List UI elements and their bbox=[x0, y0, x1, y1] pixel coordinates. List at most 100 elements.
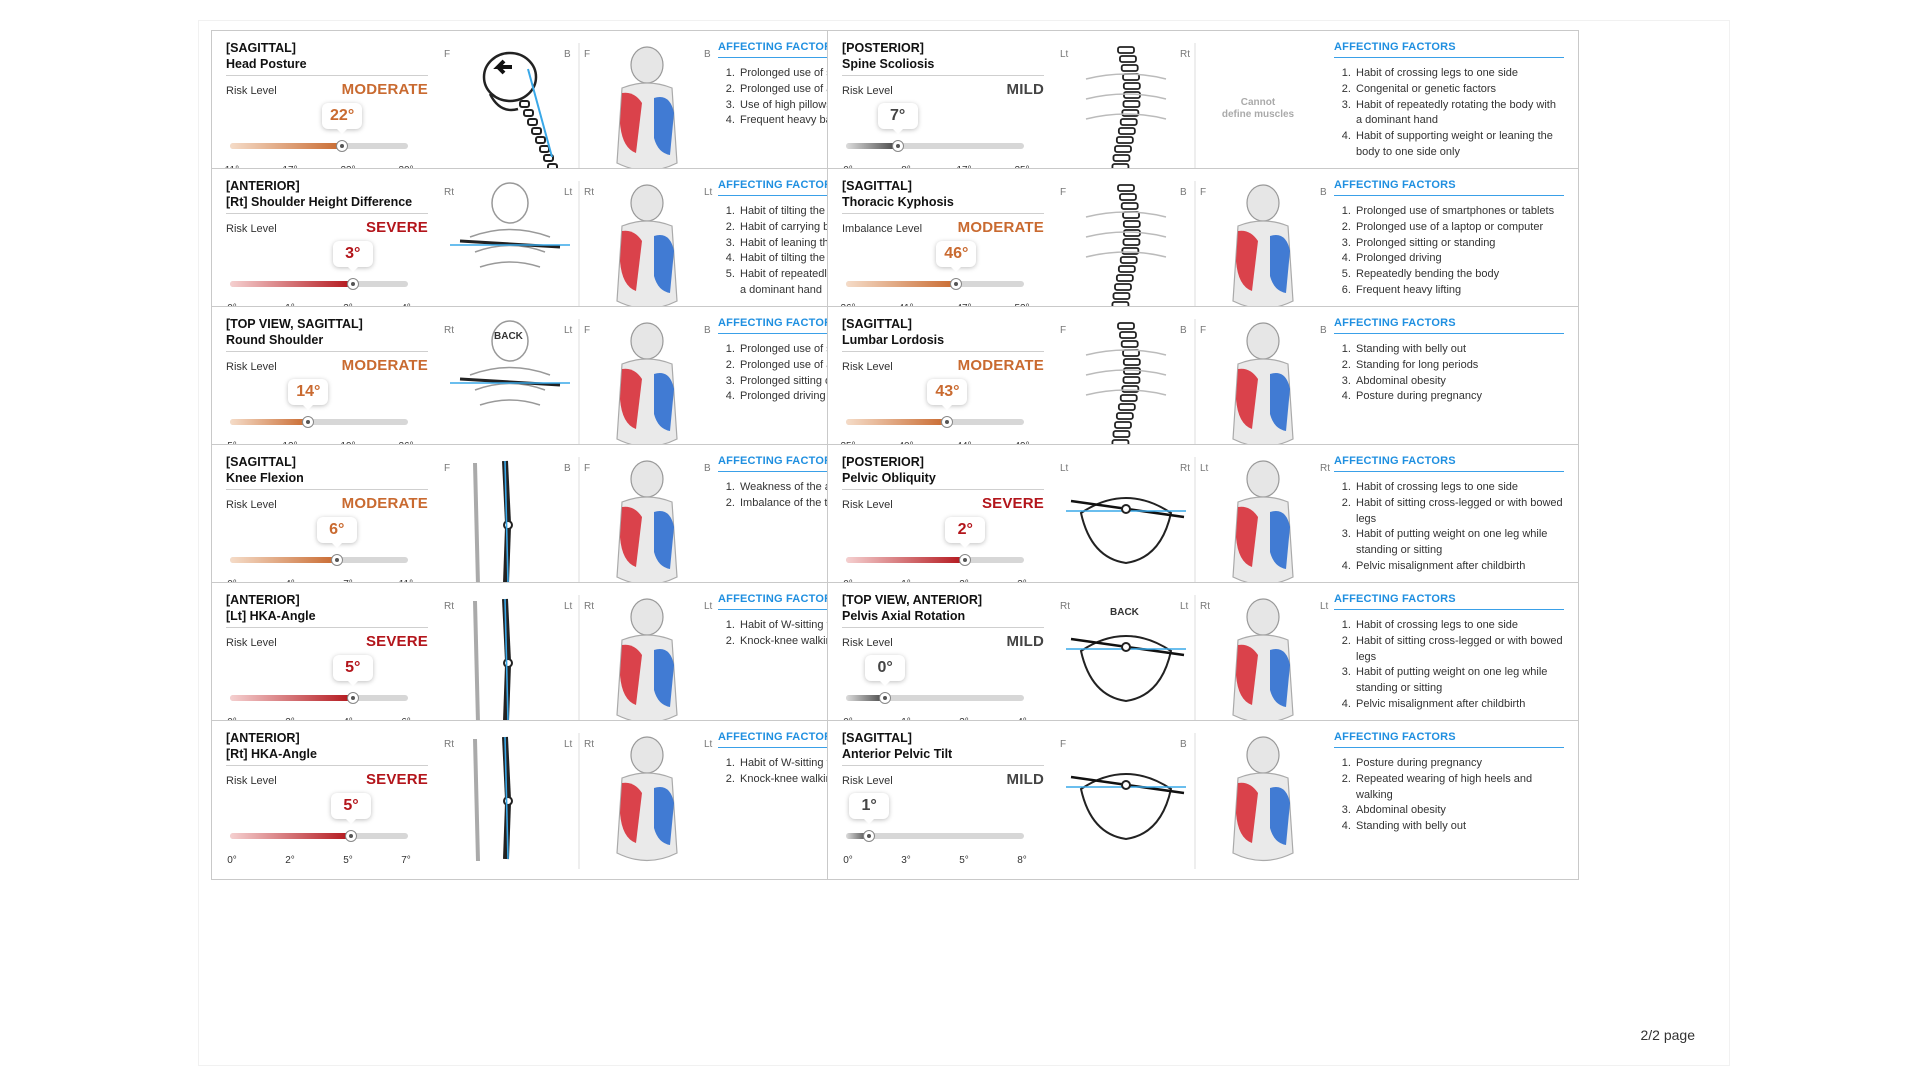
skeleton-figure bbox=[473, 736, 513, 862]
alignment-line bbox=[504, 598, 509, 722]
weak-muscle-shape bbox=[654, 787, 674, 845]
muscle-figure bbox=[1232, 184, 1294, 310]
factor-item: Repeated wearing of high heels and walki… bbox=[1354, 772, 1564, 804]
tight-muscle-shape bbox=[620, 92, 642, 153]
center-joint bbox=[1121, 504, 1131, 514]
orientation-label: Rt bbox=[1200, 601, 1210, 612]
orientation-label: Lt bbox=[1060, 463, 1069, 474]
risk-level-badge: MILD bbox=[1006, 633, 1044, 650]
risk-scale-track bbox=[230, 278, 408, 290]
vertebra-shape bbox=[1115, 274, 1134, 282]
skeleton-figure bbox=[1085, 322, 1167, 447]
shoulder-line bbox=[459, 239, 561, 249]
risk-scale-fill bbox=[230, 833, 352, 839]
measured-value-bubble: 43° bbox=[927, 379, 968, 410]
cannot-define-muscles-text: define muscles bbox=[1222, 109, 1295, 120]
affecting-factors-panel: AFFECTING FACTORSPosture during pregnanc… bbox=[1334, 731, 1564, 835]
opposite-leg-shape bbox=[473, 462, 480, 586]
risk-scale-marker bbox=[345, 830, 358, 842]
card-title: Anterior Pelvic Tilt bbox=[842, 746, 953, 761]
orientation-label: Lt bbox=[1060, 49, 1069, 60]
factor-item: Use of high pillows bbox=[738, 98, 948, 114]
vertebra-shape bbox=[1117, 265, 1136, 273]
scale-tick-label: 5° bbox=[959, 855, 969, 866]
factor-item: Standing for long periods bbox=[1354, 358, 1564, 374]
risk-label: Risk Level bbox=[226, 361, 277, 373]
weak-muscle-shape bbox=[654, 649, 674, 707]
risk-scale-marker bbox=[950, 278, 963, 290]
tight-muscle-shape bbox=[1236, 506, 1258, 567]
knee-joint bbox=[503, 658, 513, 668]
alignment-line bbox=[527, 68, 553, 158]
risk-scale-track bbox=[846, 830, 1024, 842]
vertebra-shape bbox=[1120, 202, 1139, 210]
vertebra-shape bbox=[1117, 322, 1135, 330]
orientation-label: F bbox=[584, 49, 590, 60]
measured-value-bubble: 5° bbox=[331, 793, 372, 824]
risk-scale-track bbox=[230, 416, 408, 428]
opposite-leg-shape bbox=[473, 738, 480, 862]
tight-muscle-shape bbox=[620, 644, 642, 705]
risk-scale-marker bbox=[891, 140, 904, 152]
factor-item: Posture during pregnancy bbox=[1354, 756, 1564, 772]
tight-muscle-shape bbox=[1236, 230, 1258, 291]
card-header: [SAGITTAL]Head Posture bbox=[226, 41, 428, 76]
factor-item: Pelvic misalignment after childbirth bbox=[1354, 559, 1564, 575]
pelvis-shape bbox=[1079, 497, 1173, 565]
posture-illustration: RtLtRtLtBACKFRONT bbox=[1060, 595, 1329, 732]
measured-value-bubble: 0° bbox=[865, 655, 906, 686]
factor-item: Standing with belly out bbox=[1354, 342, 1564, 358]
orientation-label: Rt bbox=[1320, 463, 1330, 474]
risk-level-badge: SEVERE bbox=[365, 633, 428, 650]
card-title: [Rt] Shoulder Height Difference bbox=[226, 194, 413, 209]
orientation-label: Rt bbox=[444, 601, 454, 612]
vertebra-shape bbox=[1121, 109, 1140, 117]
weak-muscle-shape bbox=[1270, 787, 1290, 845]
vertebra-shape bbox=[1114, 421, 1132, 429]
orientation-label: Lt bbox=[704, 739, 713, 750]
orientation-label: Rt bbox=[584, 187, 594, 198]
vertebra-shape bbox=[1114, 145, 1132, 153]
affecting-factors-panel: AFFECTING FACTORSHabit of crossing legs … bbox=[1334, 593, 1564, 713]
direction-label: BACK bbox=[494, 331, 524, 342]
card-header: [ANTERIOR][Rt] HKA-Angle bbox=[226, 731, 428, 766]
orientation-label: Lt bbox=[564, 187, 573, 198]
orientation-label: Lt bbox=[704, 187, 713, 198]
view-label: [SAGITTAL] bbox=[226, 41, 296, 55]
affecting-factors-panel: AFFECTING FACTORSProlonged use of smartp… bbox=[1334, 179, 1564, 299]
tight-muscle-shape bbox=[620, 506, 642, 567]
risk-scale-marker bbox=[941, 416, 954, 428]
risk-scale-marker bbox=[346, 278, 359, 290]
vertebra-shape bbox=[1122, 100, 1141, 108]
vertebra-shape bbox=[1119, 394, 1138, 402]
vertebra-shape bbox=[1114, 283, 1132, 291]
card-header: [POSTERIOR]Pelvic Obliquity bbox=[842, 455, 1044, 490]
risk-scale-track bbox=[846, 554, 1024, 566]
affecting-factors-title: AFFECTING FACTORS bbox=[1334, 41, 1564, 58]
direction-label: BACK bbox=[1110, 607, 1140, 618]
measured-value-bubble: 6° bbox=[316, 517, 357, 548]
vertebra-shape bbox=[1120, 64, 1139, 72]
vertebra-shape bbox=[1122, 238, 1141, 246]
orientation-label: F bbox=[1060, 325, 1066, 336]
factor-list: Habit of crossing legs to one sideHabit … bbox=[1334, 480, 1564, 575]
vertebra-shape bbox=[1115, 412, 1134, 420]
factor-item: Posture during pregnancy bbox=[1354, 389, 1564, 405]
factor-item: Habit of repeatedly rotating the body wi… bbox=[1354, 98, 1564, 130]
risk-label: Risk Level bbox=[842, 775, 893, 787]
factor-list: Habit of crossing legs to one sideHabit … bbox=[1334, 618, 1564, 713]
rib-shape bbox=[469, 228, 551, 268]
view-label: [SAGITTAL] bbox=[226, 455, 296, 469]
risk-scale-marker bbox=[346, 692, 359, 704]
vertebra-shape bbox=[535, 136, 546, 144]
risk-label: Risk Level bbox=[226, 775, 277, 787]
risk-scale-track bbox=[846, 692, 1024, 704]
factor-item: Knock-knee walking bbox=[738, 634, 948, 650]
risk-level-badge: MODERATE bbox=[341, 495, 428, 512]
